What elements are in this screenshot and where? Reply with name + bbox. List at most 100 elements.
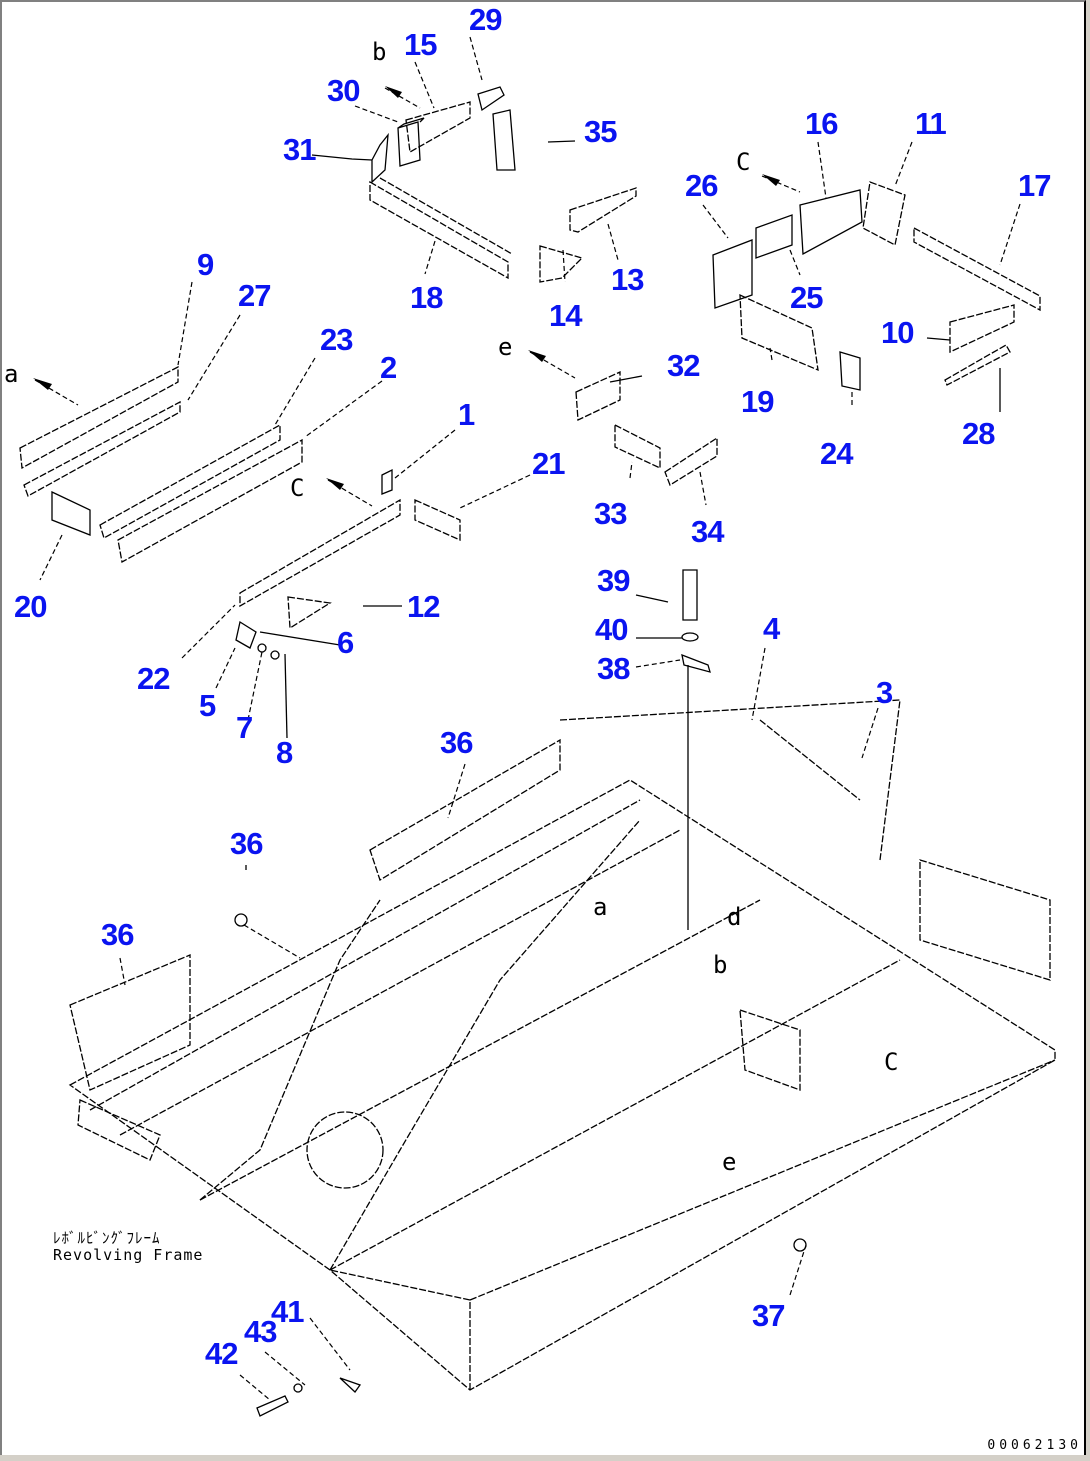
reference-arrows	[33, 86, 801, 507]
marker-a: a	[4, 360, 19, 388]
part-36-bolt	[234, 913, 248, 927]
callout-42[interactable]: 42	[205, 1336, 238, 1371]
callout-4[interactable]: 4	[763, 611, 780, 646]
callout-35[interactable]: 35	[584, 114, 617, 149]
leader-lines	[39, 36, 1021, 1401]
callout-20[interactable]: 20	[14, 589, 47, 624]
part-14	[539, 245, 584, 283]
callout-12[interactable]: 12	[407, 589, 440, 624]
revolving-frame-outline	[68, 699, 1056, 1391]
callout-26[interactable]: 26	[685, 168, 718, 203]
callout-1[interactable]: 1	[458, 397, 475, 432]
revolving-frame-label: ﾚﾎﾞﾙﾋﾞﾝｸﾞﾌﾚｰﾑ Revolving Frame	[53, 1229, 204, 1265]
part-25	[755, 214, 793, 259]
marker-c: C	[736, 148, 751, 176]
callout-7[interactable]: 7	[236, 710, 253, 745]
callout-3[interactable]: 3	[876, 675, 893, 710]
callout-27[interactable]: 27	[238, 278, 271, 313]
part-1	[381, 468, 393, 495]
marker-d-frame: d	[727, 903, 742, 931]
part-19	[739, 293, 819, 372]
callout-17[interactable]: 17	[1018, 168, 1051, 203]
callout-22[interactable]: 22	[137, 661, 170, 696]
part-33	[614, 423, 661, 470]
part-38	[681, 653, 711, 930]
part-9	[19, 365, 179, 470]
marker-a-frame: a	[593, 893, 608, 921]
callout-39[interactable]: 39	[597, 563, 630, 598]
part-11	[862, 181, 906, 246]
marker-e-frame: e	[722, 1148, 737, 1176]
part-23	[99, 423, 281, 539]
callout-5[interactable]: 5	[199, 688, 216, 723]
callout-10[interactable]: 10	[881, 315, 914, 350]
part-16	[799, 189, 863, 256]
part-28	[944, 344, 1011, 386]
part-24	[839, 351, 861, 391]
marker-b: b	[372, 38, 387, 66]
part-37	[793, 1238, 807, 1252]
part-5-6-7-8	[235, 620, 280, 660]
part-35	[492, 109, 516, 171]
part-32	[575, 370, 621, 421]
marker-e: e	[498, 333, 513, 361]
callout-34[interactable]: 34	[691, 514, 724, 549]
part-13	[569, 187, 637, 233]
callout-30[interactable]: 30	[327, 73, 360, 108]
callout-16[interactable]: 16	[805, 106, 838, 141]
callout-13[interactable]: 13	[611, 262, 644, 297]
callout-29[interactable]: 29	[469, 2, 502, 37]
callout-36-top[interactable]: 36	[440, 725, 473, 760]
callout-24[interactable]: 24	[820, 436, 853, 471]
marker-c-left: C	[290, 474, 305, 502]
part-20	[51, 490, 91, 536]
callout-38[interactable]: 38	[597, 651, 630, 686]
part-17	[913, 226, 1041, 312]
part-29	[477, 86, 505, 112]
part-15	[405, 101, 471, 154]
callout-32[interactable]: 32	[667, 348, 700, 383]
part-31	[371, 132, 389, 184]
callout-31[interactable]: 31	[283, 132, 316, 167]
part-39-bolt	[682, 569, 698, 621]
part-18	[369, 177, 513, 280]
part-12	[287, 596, 332, 630]
part-27	[23, 400, 181, 497]
callout-19[interactable]: 19	[741, 384, 774, 419]
marker-c-frame: C	[884, 1048, 899, 1076]
callout-2[interactable]: 2	[380, 350, 397, 385]
marker-b-frame: b	[713, 951, 728, 979]
part-21	[414, 498, 461, 542]
callout-8[interactable]: 8	[276, 735, 293, 770]
callout-23[interactable]: 23	[320, 322, 353, 357]
callout-6[interactable]: 6	[337, 625, 354, 660]
callout-37[interactable]: 37	[752, 1298, 785, 1333]
callout-11[interactable]: 11	[915, 106, 947, 141]
callout-25[interactable]: 25	[790, 280, 823, 315]
part-30	[397, 117, 425, 167]
revolving-frame-label-jp: ﾚﾎﾞﾙﾋﾞﾝｸﾞﾌﾚｰﾑ	[53, 1229, 161, 1247]
part-22	[239, 498, 401, 608]
callout-36-mid[interactable]: 36	[230, 826, 263, 861]
callout-33[interactable]: 33	[594, 496, 627, 531]
part-10	[949, 304, 1015, 354]
callout-9[interactable]: 9	[197, 247, 214, 282]
revolving-frame-label-en: Revolving Frame	[53, 1246, 204, 1265]
callout-36-left[interactable]: 36	[101, 917, 134, 952]
callout-21[interactable]: 21	[532, 446, 565, 481]
part-40-washer	[681, 632, 699, 642]
callout-14[interactable]: 14	[549, 298, 582, 333]
part-2	[117, 438, 303, 564]
image-code: 00062130	[987, 1438, 1082, 1453]
part-34	[664, 436, 718, 486]
part-41-43-42	[256, 1377, 362, 1417]
callout-41[interactable]: 41	[271, 1294, 304, 1329]
callout-40[interactable]: 40	[595, 612, 628, 647]
part-26	[712, 239, 753, 309]
callout-28[interactable]: 28	[962, 416, 995, 451]
callout-18[interactable]: 18	[410, 280, 443, 315]
callout-43[interactable]: 43	[244, 1314, 277, 1349]
callout-15[interactable]: 15	[404, 27, 437, 62]
